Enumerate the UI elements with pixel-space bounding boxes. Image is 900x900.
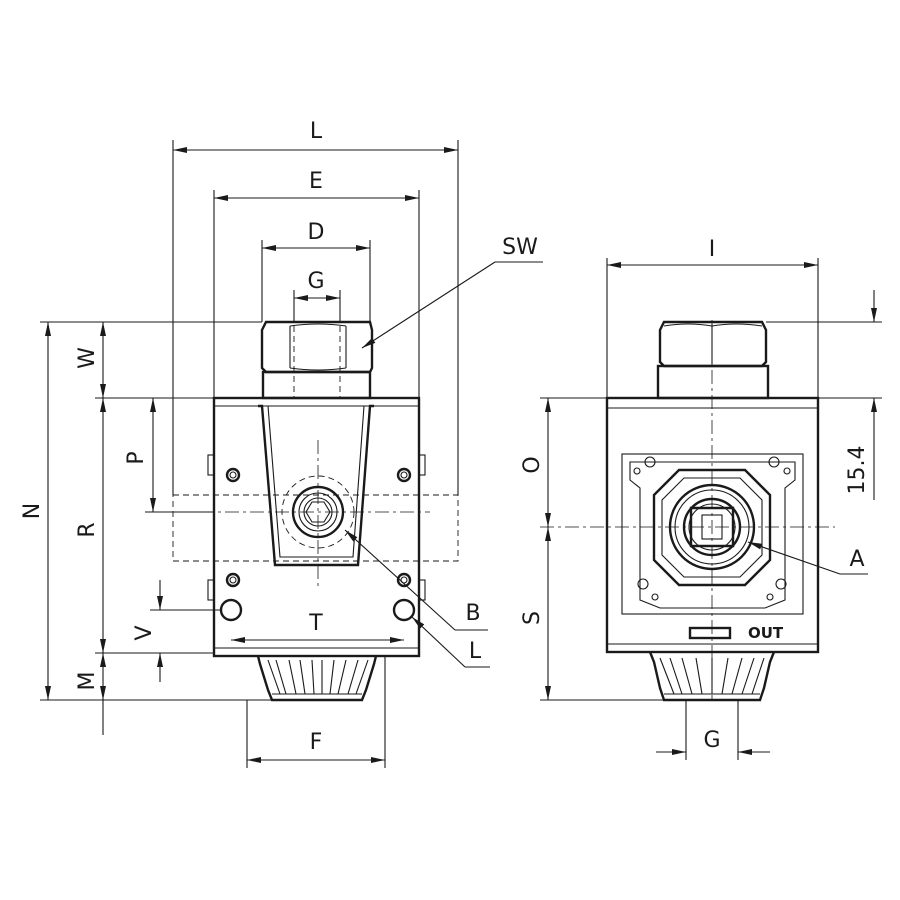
dim-label-T: T [308,611,323,636]
dim-label-S: S [520,611,545,625]
dim-label-G-bottom: G [703,728,720,753]
dim-label-I: I [709,237,716,262]
out-label: OUT [748,624,784,642]
front-view: L E D G SW N W P R V M T F B L [20,119,543,768]
dim-label-A: A [849,547,864,572]
dim-label-L-side: L [469,639,482,664]
dim-label-M: M [75,672,100,691]
dim-label-L: L [310,119,323,144]
dimension-lines-side [545,262,877,755]
dim-label-15-4: 15.4 [845,446,870,495]
dim-label-D: D [308,220,325,245]
dim-label-W: W [75,347,100,369]
hex-nut [260,320,374,400]
leader-lines [344,261,543,668]
extension-lines [40,140,459,768]
dim-label-O: O [520,456,545,473]
dimension-lines [45,147,458,763]
hidden-outline [172,494,459,562]
dim-label-F: F [310,730,323,755]
dim-label-R: R [75,522,100,537]
dim-label-E: E [309,169,323,194]
hex-nut-side [656,320,770,400]
dim-label-N: N [20,503,45,519]
dim-label-SW: SW [502,235,538,260]
dim-label-P: P [124,451,149,464]
dim-label-B: B [465,601,480,626]
extension-lines-side [540,258,882,760]
side-view: OUT [520,237,882,760]
dim-label-V: V [132,625,157,640]
coil-body-side: OUT [605,396,820,654]
dim-label-G-top: G [307,269,324,294]
connector-fins [256,655,378,702]
